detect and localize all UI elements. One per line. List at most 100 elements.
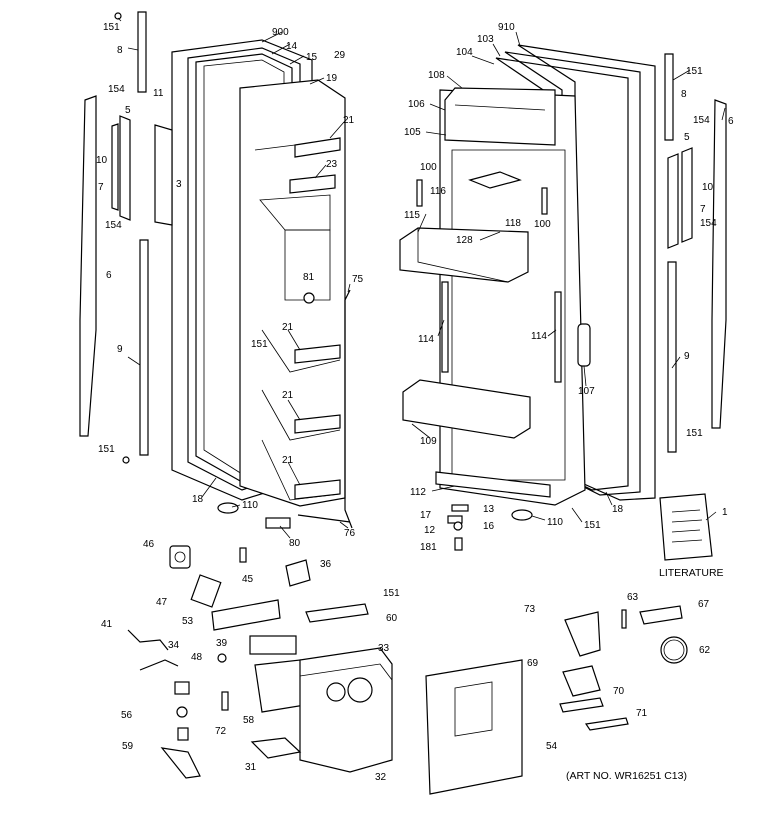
callout-label: 18 <box>192 494 204 505</box>
callout-label: 154 <box>700 218 717 229</box>
callout-label: 17 <box>420 510 432 521</box>
callout-label: 1 <box>722 507 728 518</box>
callout-label: 114 <box>531 331 547 342</box>
callout-label: 114 <box>418 334 434 345</box>
callout-label: 6 <box>106 270 112 281</box>
callout-label: 100 <box>534 219 551 230</box>
callout-label: 109 <box>420 436 437 447</box>
callout-label: 154 <box>105 220 122 231</box>
callout-label: 21 <box>282 390 294 401</box>
callout-label: 56 <box>121 710 133 721</box>
callout-label: 76 <box>344 528 356 539</box>
callout-labels: 151 8 900 14 15 29 19 11 154 5 3 10 7 15… <box>96 22 734 783</box>
callout-label: 70 <box>613 686 625 697</box>
callout-label: 23 <box>326 159 338 170</box>
callout-label: 900 <box>272 27 289 38</box>
art-number: (ART NO. WR16251 C13) <box>566 770 687 782</box>
callout-label: 48 <box>191 652 203 663</box>
callout-label: 21 <box>282 322 294 333</box>
callout-label: 107 <box>578 386 595 397</box>
callout-label: 118 <box>505 218 521 229</box>
callout-label: 151 <box>103 22 120 33</box>
callout-label: 33 <box>378 643 390 654</box>
callout-label: 5 <box>125 105 131 116</box>
callout-label: 3 <box>176 179 182 190</box>
callout-label: 10 <box>96 155 108 166</box>
callout-label: 67 <box>698 599 710 610</box>
callout-label: 21 <box>282 455 294 466</box>
callout-label: 116 <box>430 186 446 197</box>
callout-label: 151 <box>98 444 115 455</box>
callout-label: 154 <box>108 84 125 95</box>
callout-label: 46 <box>143 539 155 550</box>
callout-label: 181 <box>420 542 437 553</box>
callout-label: 5 <box>684 132 690 143</box>
callout-label: 75 <box>352 274 364 285</box>
callout-label: 151 <box>383 588 400 599</box>
callout-label: 36 <box>320 559 332 570</box>
callout-label: 910 <box>498 22 515 33</box>
callout-label: 151 <box>686 428 703 439</box>
callout-label: 9 <box>117 344 123 355</box>
callout-label: 54 <box>546 741 558 752</box>
callout-label: 53 <box>182 616 194 627</box>
callout-label: 34 <box>168 640 180 651</box>
callout-label: 12 <box>424 525 436 536</box>
callout-label: 16 <box>483 521 495 532</box>
callout-label: 106 <box>408 99 425 110</box>
callout-label: 8 <box>117 45 123 56</box>
callout-label: 21 <box>343 115 355 126</box>
callout-label: 73 <box>524 604 536 615</box>
literature-booklet <box>659 493 713 561</box>
callout-label: 110 <box>242 500 258 511</box>
callout-label: 18 <box>612 504 624 515</box>
callout-label: 58 <box>243 715 255 726</box>
callout-label: 100 <box>420 162 437 173</box>
callout-label: 72 <box>215 726 227 737</box>
callout-label: 31 <box>245 762 257 773</box>
callout-label: 32 <box>375 772 387 783</box>
callout-label: 13 <box>483 504 495 515</box>
callout-label: 19 <box>326 73 338 84</box>
callout-label: 80 <box>289 538 301 549</box>
callout-label: 151 <box>686 66 703 77</box>
callout-label: 11 <box>153 88 164 99</box>
callout-label: 103 <box>477 34 494 45</box>
callout-label: 151 <box>584 520 601 531</box>
left-trim-parts <box>79 11 173 464</box>
callout-label: 115 <box>404 210 420 221</box>
callout-label: 71 <box>636 708 648 719</box>
callout-label: 47 <box>156 597 168 608</box>
callout-label: 69 <box>527 658 539 669</box>
callout-label: 59 <box>122 741 134 752</box>
callout-label: 112 <box>410 487 426 498</box>
callout-label: 10 <box>702 182 714 193</box>
callout-label: 39 <box>216 638 228 649</box>
lower-right-parts <box>425 605 688 795</box>
left-door-assembly <box>171 39 353 529</box>
right-door-assembly <box>399 44 656 551</box>
callout-label: 8 <box>681 89 687 100</box>
callout-label: 9 <box>684 351 690 362</box>
callout-label: 15 <box>306 52 318 63</box>
callout-label: 128 <box>456 235 473 246</box>
callout-label: 6 <box>728 116 734 127</box>
callout-label: 29 <box>334 50 346 61</box>
callout-label: 62 <box>699 645 711 656</box>
leader-lines <box>117 17 726 539</box>
callout-label: 110 <box>547 517 563 528</box>
callout-label: 14 <box>286 41 298 52</box>
callout-label: 45 <box>242 574 254 585</box>
callout-label: 7 <box>700 204 706 215</box>
callout-label: 108 <box>428 70 445 81</box>
right-trim-parts <box>664 53 727 453</box>
callout-label: 104 <box>456 47 473 58</box>
callout-label: 63 <box>627 592 639 603</box>
literature-label: LITERATURE <box>659 567 724 579</box>
callout-label: 105 <box>404 127 421 138</box>
callout-label: 41 <box>101 619 113 630</box>
callout-label: 81 <box>303 272 315 283</box>
callout-label: 60 <box>386 613 398 624</box>
callout-label: 7 <box>98 182 104 193</box>
